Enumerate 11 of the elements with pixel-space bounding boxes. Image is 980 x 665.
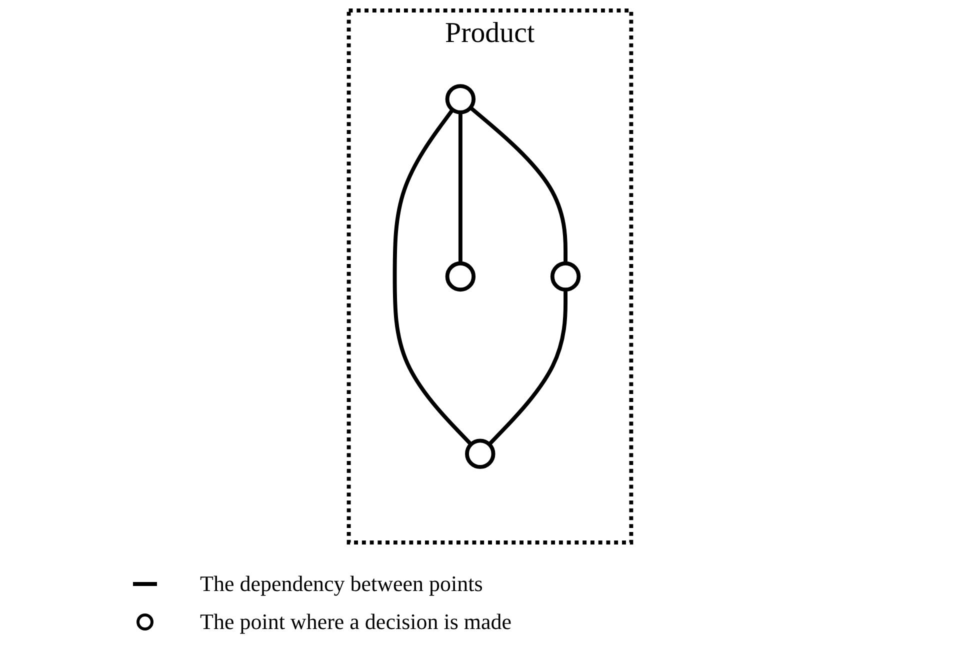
cluster: Product <box>346 8 634 544</box>
node-circle <box>445 84 476 114</box>
node-circle <box>445 261 476 292</box>
legend-text: The dependency between points <box>200 571 483 597</box>
node-circle <box>465 438 496 469</box>
node-circle <box>550 261 581 292</box>
connector <box>488 290 568 446</box>
connector <box>458 112 462 264</box>
connector <box>392 108 472 446</box>
connector <box>469 106 568 264</box>
legend-text: The point where a decision is made <box>200 609 512 635</box>
